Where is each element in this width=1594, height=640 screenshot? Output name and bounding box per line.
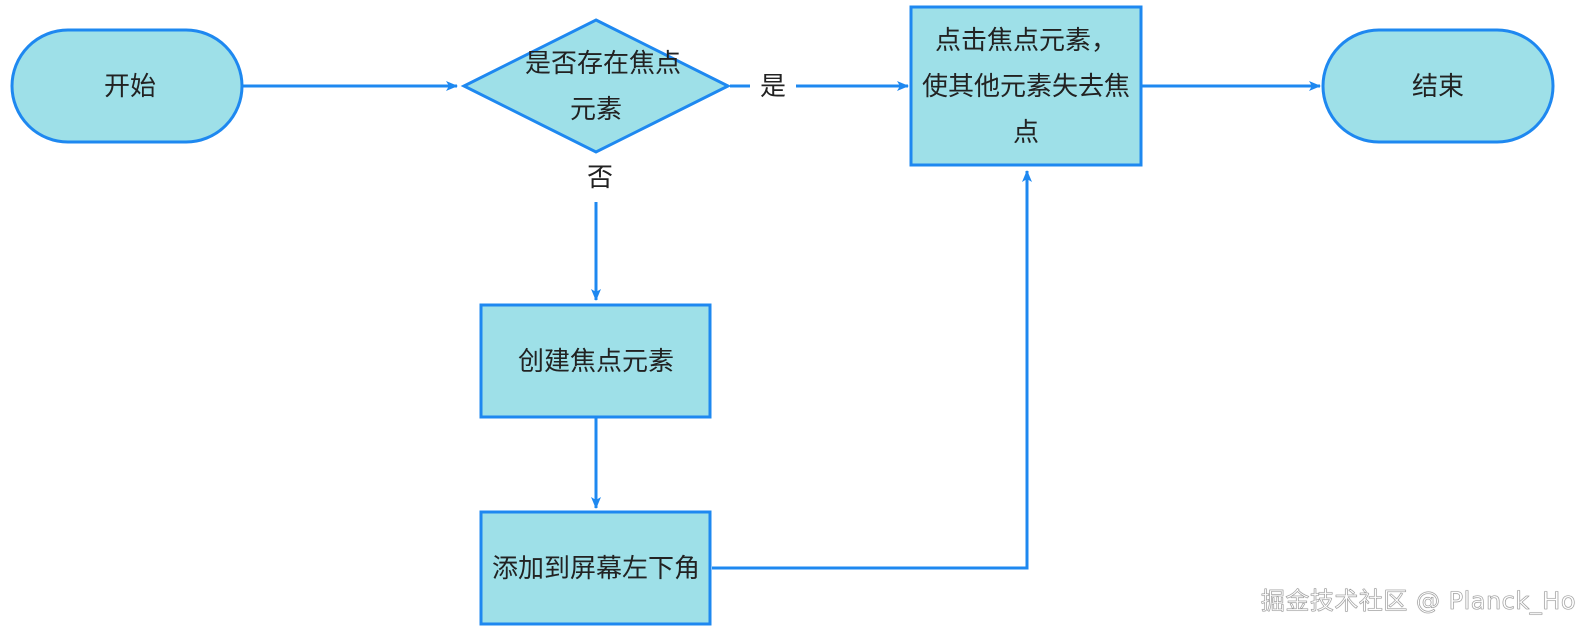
decision-node: 是否存在焦点 元素 bbox=[460, 18, 732, 154]
start-node-label: 开始 bbox=[104, 72, 156, 102]
edge-label-no: 否 bbox=[587, 163, 613, 193]
edge-add-to-click bbox=[712, 170, 1032, 570]
create-node-shape bbox=[479, 303, 712, 419]
edges bbox=[242, 81, 1321, 570]
decision-node-label-line-2: 元素 bbox=[570, 95, 622, 125]
start-node: 开始 bbox=[10, 28, 244, 144]
click-node-label-line-3: 点 bbox=[1013, 118, 1039, 148]
click-node-shape bbox=[909, 5, 1143, 167]
click-node-label-line-1: 点击焦点元素， bbox=[935, 26, 1117, 56]
end-node-shape bbox=[1321, 28, 1555, 144]
add-node-shape bbox=[479, 510, 712, 626]
click-node: 点击焦点元素， 使其他元素失去焦 点 bbox=[909, 5, 1143, 167]
watermark: 掘金技术社区 @ Planck_Ho bbox=[1260, 587, 1576, 616]
decision-node-shape bbox=[460, 18, 732, 154]
create-node: 创建焦点元素 bbox=[479, 303, 712, 419]
start-node-shape bbox=[10, 28, 244, 144]
end-node-label: 结束 bbox=[1412, 72, 1464, 102]
create-node-label: 创建焦点元素 bbox=[518, 347, 674, 377]
end-node: 结束 bbox=[1321, 28, 1555, 144]
add-node: 添加到屏幕左下角 bbox=[479, 510, 712, 626]
decision-node-label-line-1: 是否存在焦点 bbox=[525, 49, 681, 79]
add-node-label: 添加到屏幕左下角 bbox=[492, 554, 700, 584]
click-node-label-line-2: 使其他元素失去焦 bbox=[922, 72, 1130, 102]
edge-label-yes: 是 bbox=[760, 72, 786, 102]
